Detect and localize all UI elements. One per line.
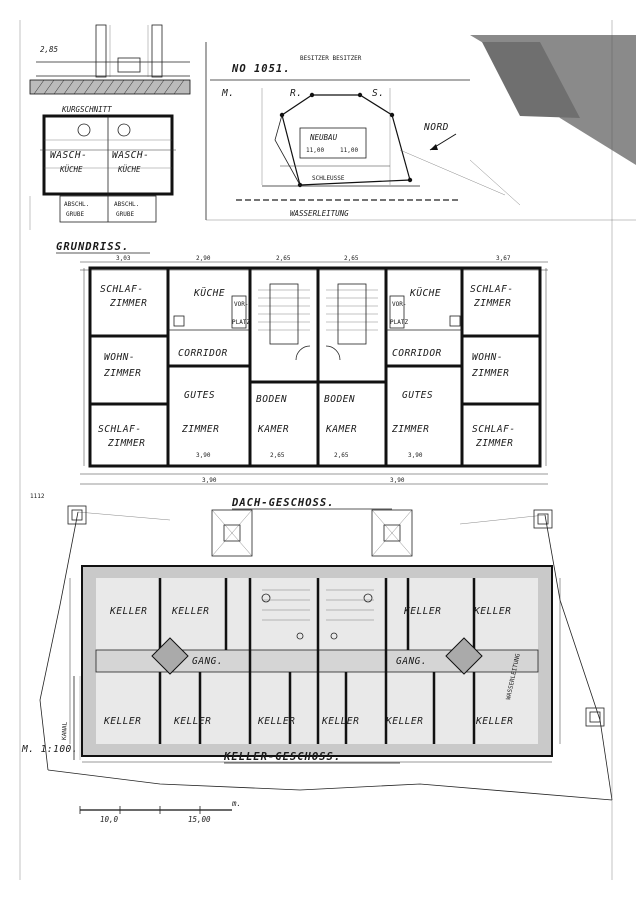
site-water-label: WASSERLEITUNG bbox=[290, 209, 349, 218]
basement-drain-label: KANAL bbox=[61, 721, 69, 740]
gf-dim-9: 3,90 bbox=[390, 477, 405, 484]
gf-dim-10: 2,65 bbox=[270, 452, 285, 459]
scale-block: M. 1:100. 10,0 15,00 m. bbox=[21, 744, 241, 824]
room-schlaf-right-2: SCHLAF- bbox=[472, 424, 516, 435]
scale-bar-value-2: 15,00 bbox=[188, 815, 211, 824]
gf-dim-1: 3,03 bbox=[116, 255, 131, 262]
room-schlaf-left: SCHLAF- bbox=[100, 284, 144, 295]
section-cut: 2,85 KURGSCHNITT WASCH- WASCH- KÜ bbox=[29, 24, 191, 230]
room-kueche-right: KÜCHE bbox=[409, 288, 441, 299]
room-kamer-left: KAMER bbox=[257, 424, 289, 435]
cellar-5: KELLER bbox=[257, 716, 295, 727]
attic-title: DACH-GESCHOSS. bbox=[231, 497, 335, 509]
site-letter-r: R. bbox=[290, 88, 302, 99]
room-vor-left: VOR- bbox=[234, 301, 248, 308]
basement-title: KELLER-GESCHOSS. bbox=[223, 751, 341, 763]
cellar-9: KELLER bbox=[385, 716, 423, 727]
site-road-label: SCHLEUSSE bbox=[312, 175, 345, 182]
site-dim-2: 11,00 bbox=[340, 147, 358, 154]
room-zimmer-right-3: ZIMMER bbox=[391, 424, 429, 435]
ground-floor-title: GRUNDRISS. bbox=[56, 241, 129, 253]
gf-dim-6: 3,90 bbox=[196, 452, 211, 459]
room-zimmer-right-2: ZIMMER bbox=[471, 368, 509, 379]
section-label: KURGSCHNITT bbox=[61, 105, 112, 114]
top-left-dimension: 2,85 bbox=[40, 45, 59, 54]
room-kamer-right: KAMER bbox=[325, 424, 357, 435]
cellar-8: KELLER bbox=[473, 606, 511, 617]
gf-dim-3: 2,65 bbox=[276, 255, 291, 262]
cellar-7: KELLER bbox=[403, 606, 441, 617]
site-plan: NO 1051. BESITZER BESITZER M. R. S. NEUB… bbox=[205, 35, 636, 221]
room-zimmer-left-4: ZIMMER bbox=[107, 438, 145, 449]
section-bottom-4: GRUBE bbox=[116, 211, 134, 218]
corridor-left: GANG. bbox=[192, 656, 223, 667]
site-dim-1: 11,00 bbox=[306, 147, 324, 154]
site-plan-number: NO 1051. bbox=[231, 63, 291, 75]
room-kueche-left: KÜCHE bbox=[193, 288, 225, 299]
site-letter-m: M. bbox=[221, 88, 234, 99]
room-gutes-right: GUTES bbox=[402, 390, 433, 401]
room-boden-right: BODEN bbox=[324, 394, 355, 405]
scale-bar-unit: m. bbox=[231, 799, 241, 808]
basement-plan: KELLER KELLER GANG. KELLER KELLER KELLER… bbox=[39, 505, 613, 801]
corridor-right: GANG. bbox=[396, 656, 427, 667]
gf-dim-2: 2,90 bbox=[196, 255, 211, 262]
scale-bar-value-1: 10,0 bbox=[100, 815, 119, 824]
room-zimmer-right-1: ZIMMER bbox=[473, 298, 511, 309]
room-wohn-right: WOHN- bbox=[472, 352, 503, 363]
gf-dim-5: 3,67 bbox=[496, 255, 511, 262]
room-zimmer-right-4: ZIMMER bbox=[475, 438, 513, 449]
margin-mark: 1112 bbox=[30, 493, 45, 500]
site-plan-owner: BESITZER BESITZER bbox=[300, 55, 362, 62]
gf-dim-11: 2,65 bbox=[334, 452, 349, 459]
room-boden-left: BODEN bbox=[256, 394, 287, 405]
room-schlaf-right: SCHLAF- bbox=[470, 284, 514, 295]
site-building-label: NEUBAU bbox=[309, 133, 338, 142]
section-room-4: KÜCHE bbox=[117, 165, 141, 174]
room-gutes-left: GUTES bbox=[184, 390, 215, 401]
section-bottom-3: GRUBE bbox=[66, 211, 84, 218]
north-label: NORD bbox=[423, 122, 449, 133]
cellar-10: KELLER bbox=[475, 716, 513, 727]
cellar-3: KELLER bbox=[103, 716, 141, 727]
room-wohn-left: WOHN- bbox=[104, 352, 135, 363]
gf-dim-8: 3,90 bbox=[202, 477, 217, 484]
room-schlaf-left-2: SCHLAF- bbox=[98, 424, 142, 435]
gf-dim-7: 3,90 bbox=[408, 452, 423, 459]
section-room-3: KÜCHE bbox=[59, 165, 83, 174]
cellar-6: KELLER bbox=[321, 716, 359, 727]
site-letter-s: S. bbox=[372, 88, 384, 99]
cellar-2: KELLER bbox=[171, 606, 209, 617]
section-room-2: WASCH- bbox=[112, 150, 149, 161]
room-corridor-right: CORRIDOR bbox=[392, 348, 442, 359]
room-platz-right: PLATZ bbox=[390, 319, 408, 326]
room-zimmer-left-1: ZIMMER bbox=[109, 298, 147, 309]
cellar-1: KELLER bbox=[109, 606, 147, 617]
section-bottom-1: ABSCHL. bbox=[64, 201, 89, 208]
ground-floor-plan: GRUNDRISS. bbox=[56, 241, 548, 485]
room-vor-right: VOR- bbox=[392, 301, 406, 308]
scale-label: M. 1:100. bbox=[21, 744, 78, 755]
room-platz-left: PLATZ bbox=[232, 319, 250, 326]
gf-dim-4: 2,65 bbox=[344, 255, 359, 262]
cellar-4: KELLER bbox=[173, 716, 211, 727]
section-room-1: WASCH- bbox=[50, 150, 87, 161]
room-zimmer-left-2: ZIMMER bbox=[103, 368, 141, 379]
section-bottom-2: ABSCHL. bbox=[114, 201, 139, 208]
room-zimmer-left-3: ZIMMER bbox=[181, 424, 219, 435]
room-corridor-left: CORRIDOR bbox=[178, 348, 228, 359]
